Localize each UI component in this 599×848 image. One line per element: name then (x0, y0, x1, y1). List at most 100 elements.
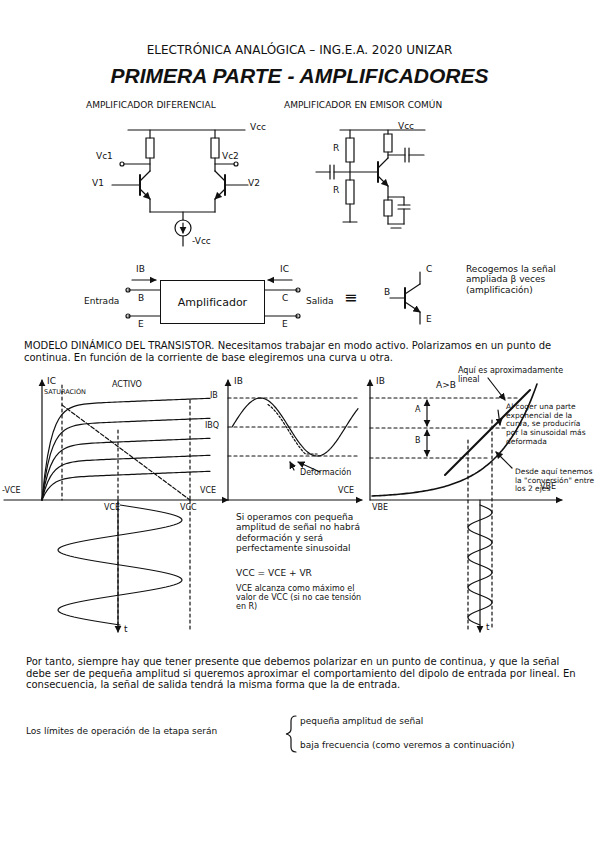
signal-label: pequeña amplitud de señal (300, 716, 423, 726)
signal-label: baja frecuencia (como veremos a continua… (300, 740, 515, 750)
base-current-graph (228, 380, 362, 500)
brace (286, 716, 296, 752)
base-current-graph (228, 499, 362, 500)
base-current-graph (228, 397, 360, 398)
bjt-symbol (215, 171, 225, 181)
signal-label: Vc1 (96, 151, 113, 161)
brace (286, 716, 296, 752)
output-characteristic (189, 400, 190, 500)
common-emitter-amplifier (349, 204, 350, 222)
differential-amplifier (128, 129, 245, 130)
note-text: MODELO DINÁMICO DEL TRANSISTOR. Necesita… (24, 340, 580, 363)
differential-amplifier (175, 220, 191, 236)
output-characteristic (4, 380, 228, 632)
common-emitter-amplifier (388, 196, 404, 197)
common-emitter-amplifier (387, 216, 388, 224)
block-terminals (126, 272, 420, 324)
bjt-symbol (405, 302, 420, 312)
signal-label: ACTIVO (112, 380, 142, 389)
common-emitter-amplifier (391, 227, 401, 228)
input-characteristic (491, 420, 492, 630)
signal-label: VCE (200, 486, 216, 495)
differential-amplifier (112, 130, 248, 246)
signal-label: VCC = VCE + VR (236, 568, 312, 578)
signal-label: Salida (306, 296, 333, 306)
characteristic-curve (42, 418, 210, 500)
deformed-wave (268, 405, 318, 454)
common-emitter-amplifier (334, 171, 378, 172)
input-characteristic (467, 440, 468, 630)
characteristic-curve (42, 455, 210, 500)
differential-amplifier (120, 162, 124, 166)
input-characteristic (498, 410, 500, 425)
input-characteristic (370, 397, 520, 398)
signal-label: C (426, 264, 432, 274)
input-characteristic (426, 400, 427, 426)
signal-label: AMPLIFICADOR EN EMISOR COMÚN (284, 100, 442, 110)
characteristic-curve (42, 398, 210, 500)
block-terminals (126, 288, 130, 292)
common-emitter-amplifier (403, 209, 404, 224)
signal-label: IC (280, 264, 289, 274)
differential-amplifier (124, 163, 150, 164)
differential-amplifier (214, 130, 215, 138)
common-emitter-amplifier (388, 154, 405, 155)
block-terminals (390, 297, 405, 298)
bjt-symbol (224, 175, 226, 195)
common-emitter-amplifier (404, 148, 405, 162)
generated-curves (42, 158, 537, 625)
signal-label: t (124, 624, 128, 634)
base-current-graph (228, 455, 360, 456)
differential-amplifier (225, 184, 248, 185)
input-characteristic (488, 378, 505, 400)
common-emitter-amplifier (346, 138, 354, 162)
block-terminals (128, 315, 160, 316)
bjt-symbol (378, 158, 388, 186)
sine-wave (58, 505, 182, 625)
differential-amplifier (149, 199, 150, 212)
signal-label: IBQ (205, 421, 219, 430)
bjt-symbol (215, 189, 225, 199)
bjt-symbol (140, 171, 150, 199)
signal-label: Entrada (84, 296, 119, 306)
output-characteristic (41, 380, 42, 500)
note-text: Al coger una parte exponencial de la cur… (506, 403, 594, 446)
bjt-symbol (405, 284, 420, 312)
differential-amplifier (215, 163, 234, 164)
signal-label: Vc2 (222, 151, 239, 161)
block-terminals (419, 312, 420, 324)
signal-label: -VCE (2, 486, 21, 495)
common-emitter-amplifier (343, 221, 357, 222)
block-terminals (132, 279, 156, 280)
input-characteristic (370, 499, 562, 500)
bjt-symbol (378, 176, 388, 186)
block-terminals (268, 279, 292, 280)
signal-label: VCC (180, 503, 197, 512)
signal-label: R (333, 185, 339, 195)
signal-label: V1 (92, 178, 104, 188)
signal-label: ≡ (344, 289, 357, 307)
signal-label: IB (210, 391, 218, 400)
signal-label: Vcc (398, 121, 414, 131)
signal-label: Vcc (250, 122, 266, 132)
signal-label: B (384, 287, 390, 297)
signal-label: VBE (372, 503, 388, 512)
output-characteristic (61, 385, 62, 500)
signal-label: SATURACIÓN (44, 389, 86, 396)
note-text: VCE alcanza como máximo el valor de VCC … (236, 584, 362, 612)
base-current-graph (290, 462, 294, 470)
signal-label: B (138, 293, 144, 303)
signal-label: IB (376, 376, 385, 386)
differential-amplifier (234, 162, 238, 166)
process-box: Amplificador (160, 280, 265, 324)
bjt-symbol (139, 175, 141, 195)
signal-label: VCE (338, 486, 354, 495)
note-text: Por tanto, siempre hay que tener present… (26, 656, 578, 691)
note-text: Si operamos con pequeña amplitud de seña… (236, 512, 362, 553)
bjt-symbol (404, 288, 406, 308)
signal-label: V2 (248, 178, 260, 188)
signal-label: IB (136, 264, 145, 274)
signal-label: B (415, 436, 421, 445)
common-emitter-amplifier (349, 130, 350, 138)
signal-label: Los límites de operación de la etapa ser… (26, 726, 217, 736)
